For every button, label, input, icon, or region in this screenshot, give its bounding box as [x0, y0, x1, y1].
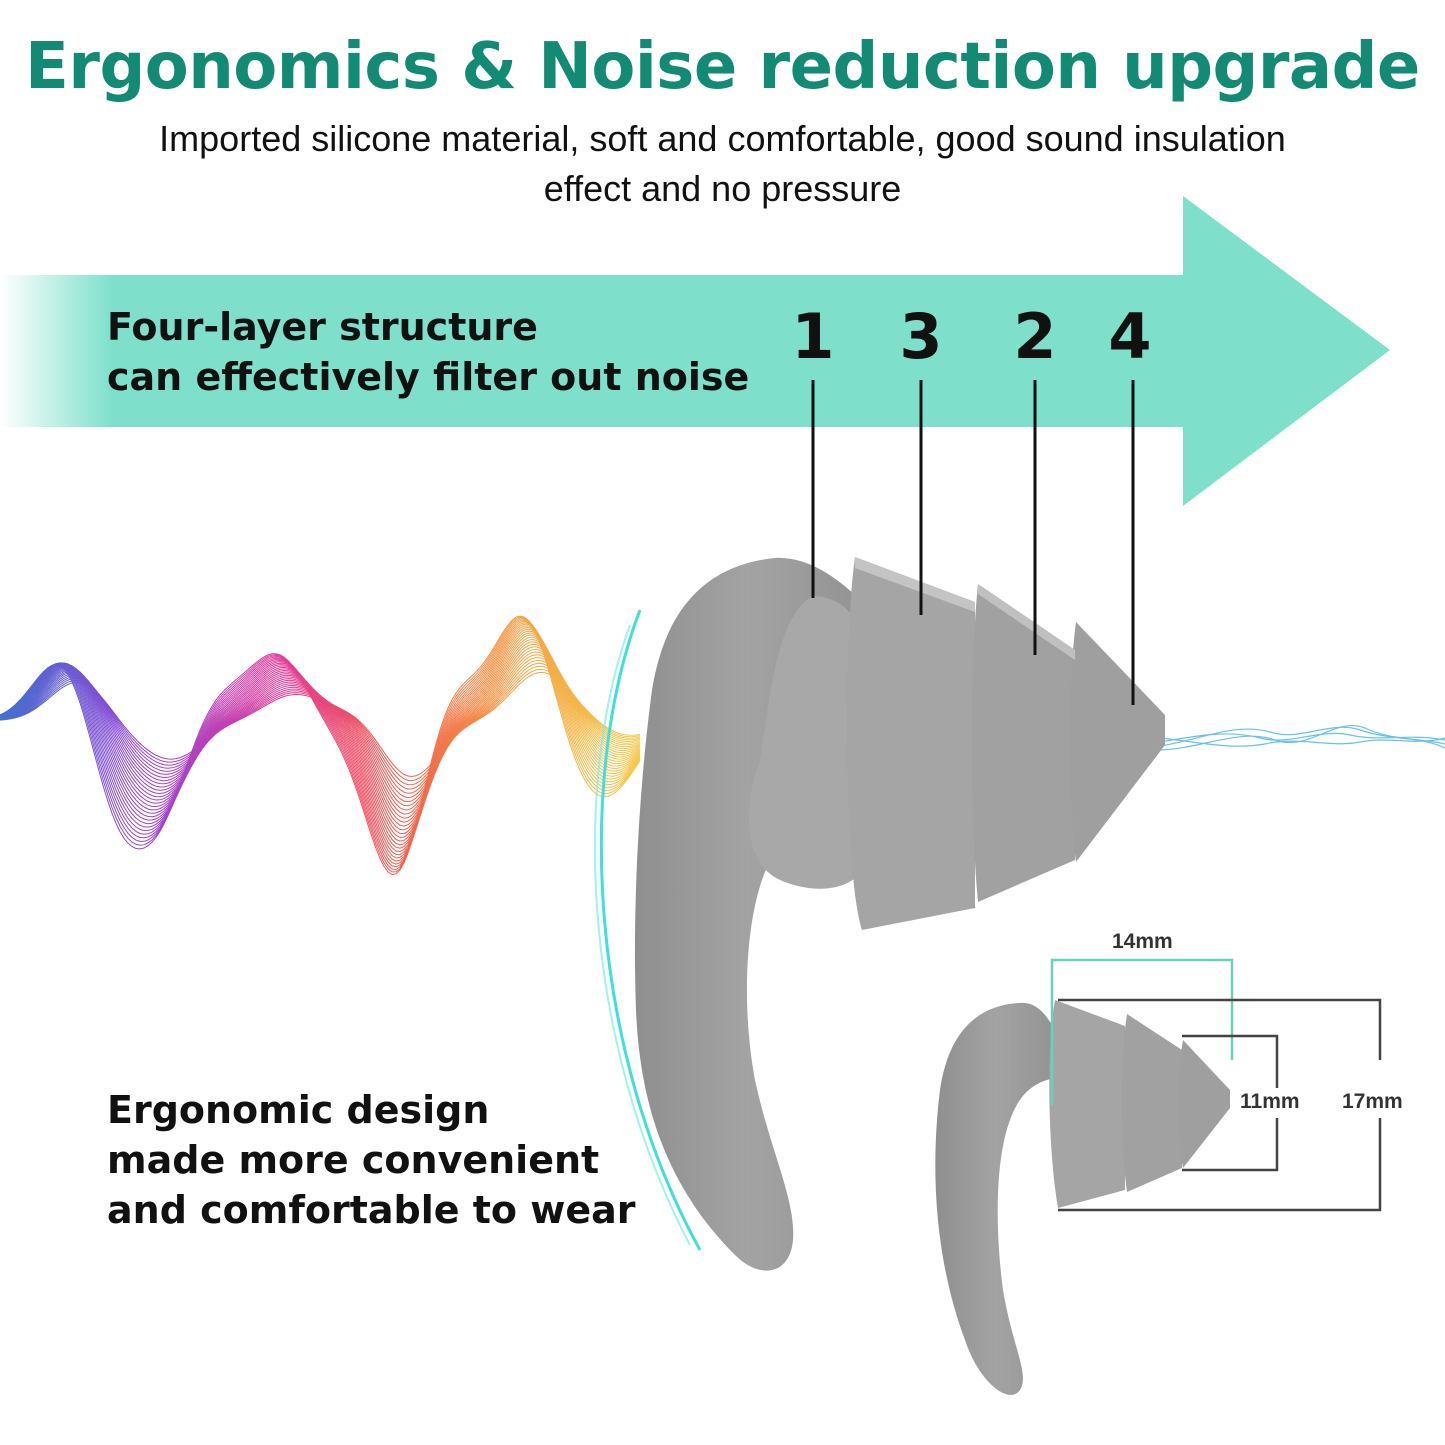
ergonomic-caption-line-1: Ergonomic design — [107, 1088, 490, 1132]
sound-wave-line — [0, 628, 641, 846]
dimension-small-height-label: 11mm — [1240, 1090, 1300, 1113]
sound-wave-line — [0, 615, 641, 876]
sound-wave-line — [0, 641, 641, 823]
sound-wave-line — [0, 654, 641, 803]
sound-wave-line — [0, 638, 641, 827]
dimension-width-label: 14mm — [1112, 930, 1173, 953]
ergonomic-caption-line-3: and comfortable to wear — [107, 1188, 636, 1232]
subtitle-line-2: effect and no pressure — [543, 168, 902, 209]
ergonomic-caption-line-2: made more convenient — [107, 1138, 600, 1182]
structure-caption: Four-layer structure can effectively fil… — [107, 302, 749, 402]
dimension-lines — [1050, 958, 1382, 1212]
page-title: Ergonomics & Noise reduction upgrade — [25, 30, 1420, 104]
earplug-large — [634, 557, 1165, 1271]
layer-leader-lines — [811, 380, 1135, 705]
structure-caption-line-2: can effectively filter out noise — [107, 355, 750, 399]
earplug-small — [935, 1000, 1230, 1395]
layer-label-3: 3 — [899, 300, 943, 373]
layer-label-1: 1 — [791, 300, 835, 373]
page-subtitle: Imported silicone material, soft and com… — [0, 114, 1445, 214]
layer-label-2: 2 — [1013, 300, 1057, 373]
subtitle-line-1: Imported silicone material, soft and com… — [159, 118, 1286, 159]
sound-wave-line — [0, 626, 641, 849]
filtered-wave-graphic — [1159, 725, 1445, 751]
ergonomic-caption: Ergonomic design made more convenient an… — [107, 1085, 636, 1235]
structure-caption-line-1: Four-layer structure — [107, 305, 538, 349]
layer-label-4: 4 — [1108, 300, 1152, 373]
dimension-large-height-label: 17mm — [1342, 1090, 1403, 1113]
glow-arc-graphic — [593, 609, 702, 1251]
sound-wave-graphic — [0, 615, 641, 876]
arrow-shape — [0, 196, 1390, 506]
